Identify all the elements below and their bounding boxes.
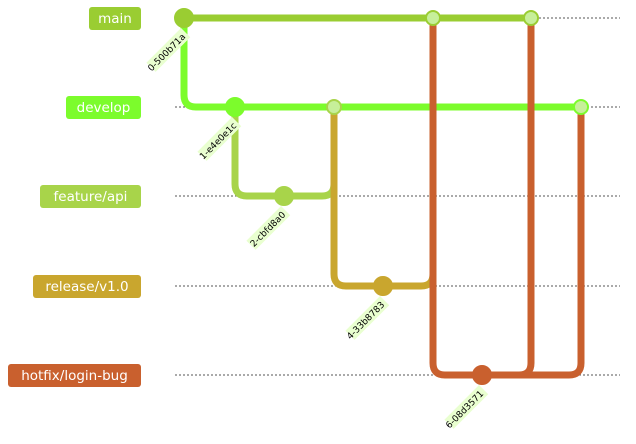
branch-label-bg [8, 364, 141, 387]
branch-label-main[interactable]: main [89, 7, 141, 30]
commit-id-bg [246, 206, 291, 250]
commit-id-text: 4-33b8783 [345, 300, 387, 342]
branch-label-hotfix-login-bug[interactable]: hotfix/login-bug [8, 364, 141, 387]
branch-label-text: release/v1.0 [45, 279, 128, 295]
commit-id-text: 6-08d3571 [444, 389, 486, 431]
commit-id-bg [444, 385, 489, 429]
branch-label-release-v1-0[interactable]: release/v1.0 [33, 275, 141, 298]
edge-develop-to-release-v1-0 [330, 14, 437, 290]
branch-label-text: main [98, 11, 132, 27]
commit-id-text: 2-cbfd8a0 [249, 210, 288, 249]
commit-node-main[interactable] [174, 8, 194, 28]
branch-label-bg [66, 96, 141, 119]
branch-label-bg [33, 275, 141, 298]
branch-label-bg [40, 185, 141, 208]
commit-node-hotfix-login-bug[interactable] [472, 365, 492, 385]
commit-node-feature-api[interactable] [274, 186, 294, 206]
commits [174, 8, 589, 385]
commit-id-bg [146, 28, 191, 72]
commit-node-release-v1-0[interactable] [373, 276, 393, 296]
edge-hotfix-into-develop [478, 103, 585, 379]
commit-id-bg [345, 296, 390, 340]
commit-id-label-feature-api: 2-cbfd8a0 [246, 206, 291, 250]
branch-label-text: feature/api [54, 189, 128, 205]
commit-node-develop[interactable] [225, 97, 245, 117]
merge-node-feature-into-develop[interactable] [326, 99, 342, 115]
edge-main-to-develop [180, 14, 585, 111]
edge-develop-to-feature-api [231, 103, 338, 200]
commit-id-label-release-v1-0: 4-33b8783 [345, 296, 390, 342]
commit-id-label-hotfix-login-bug: 6-08d3571 [444, 385, 489, 431]
merge-node-release-into-main[interactable] [425, 10, 441, 26]
branch-label-feature-api[interactable]: feature/api [40, 185, 141, 208]
branch-label-text: hotfix/login-bug [21, 368, 128, 384]
commit-id-bg [197, 117, 242, 161]
branch-edges [180, 14, 585, 379]
branch-labels: main develop feature/api release/v1.0 ho… [8, 7, 141, 387]
merge-node-hotfix-into-develop[interactable] [573, 99, 589, 115]
branch-label-develop[interactable]: develop [66, 96, 141, 119]
branch-label-text: develop [77, 100, 131, 116]
branch-label-bg [89, 7, 141, 30]
merge-node-hotfix-into-main[interactable] [523, 10, 539, 26]
